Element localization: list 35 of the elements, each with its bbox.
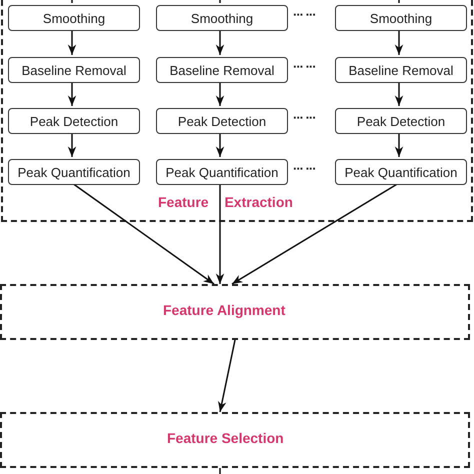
arrow <box>72 182 214 285</box>
arrow <box>216 81 224 106</box>
arrow <box>216 132 224 157</box>
dashed-group-box <box>0 412 470 468</box>
arrow <box>218 340 236 412</box>
group-heading: Feature Alignment <box>163 302 286 318</box>
arrow <box>394 29 404 55</box>
arrow <box>216 29 224 55</box>
group-heading: Feature Selection <box>167 430 284 446</box>
process-box: Smoothing <box>8 5 140 31</box>
ellipsis-dots: ··· ··· <box>293 110 316 125</box>
process-box: Peak Quantification <box>156 159 288 185</box>
process-box: Baseline Removal <box>156 57 288 83</box>
process-box: Baseline Removal <box>8 57 140 83</box>
arrow <box>394 132 404 157</box>
ellipsis-dots: ··· ··· <box>293 7 316 22</box>
arrow <box>68 132 76 157</box>
arrow <box>68 29 76 55</box>
arrow <box>68 81 76 106</box>
dashed-group-box <box>0 284 470 340</box>
process-box: Peak Quantification <box>335 159 467 185</box>
process-box: Peak Detection <box>335 108 467 134</box>
dashed-group-box <box>1 0 473 222</box>
process-box: Smoothing <box>156 5 288 31</box>
process-box: Peak Quantification <box>8 159 140 185</box>
arrow <box>232 182 400 285</box>
group-heading: Feature Extraction <box>158 194 293 210</box>
arrow <box>394 81 404 106</box>
ellipsis-dots: ··· ··· <box>293 59 316 74</box>
arrow <box>216 183 224 284</box>
process-box: Baseline Removal <box>335 57 467 83</box>
process-box: Peak Detection <box>8 108 140 134</box>
process-box: Smoothing <box>335 5 467 31</box>
process-box: Peak Detection <box>156 108 288 134</box>
ellipsis-dots: ··· ··· <box>293 161 316 176</box>
